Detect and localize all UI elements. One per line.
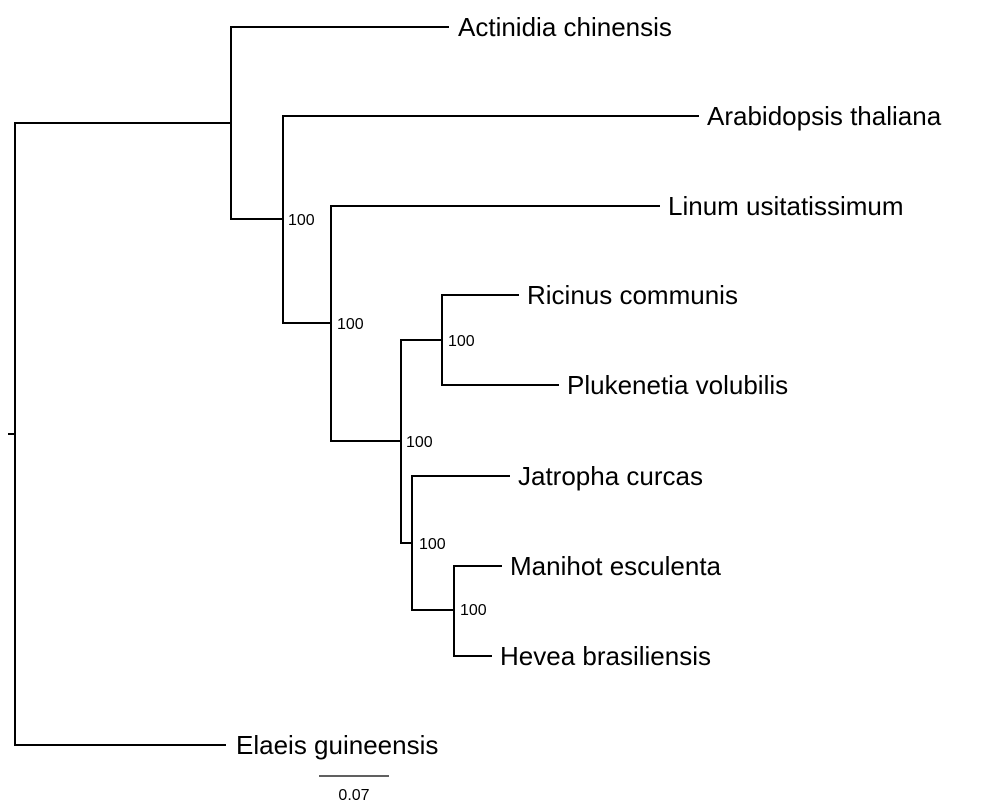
taxon-label-actinidia: Actinidia chinensis — [458, 12, 672, 42]
support-value-manihot-node: 100 — [460, 602, 487, 619]
taxon-label-ricinus: Ricinus communis — [527, 280, 738, 310]
taxon-label-jatropha: Jatropha curcas — [518, 461, 703, 491]
taxon-label-manihot: Manihot esculenta — [510, 551, 722, 581]
support-value-linum-node: 100 — [337, 316, 364, 333]
support-value-arabidopsis-node: 100 — [288, 212, 315, 229]
support-value-jatropha-node: 100 — [419, 536, 446, 553]
support-value-euphorbiaceae-node: 100 — [406, 434, 433, 451]
taxon-label-elaeis: Elaeis guineensis — [236, 730, 438, 760]
taxon-label-hevea: Hevea brasiliensis — [500, 641, 711, 671]
taxon-label-linum: Linum usitatissimum — [668, 191, 904, 221]
taxon-label-arabidopsis: Arabidopsis thaliana — [707, 101, 942, 131]
support-value-ricinus-node: 100 — [448, 333, 475, 350]
taxon-label-plukenetia: Plukenetia volubilis — [567, 370, 788, 400]
scale-bar-label: 0.07 — [338, 787, 369, 804]
